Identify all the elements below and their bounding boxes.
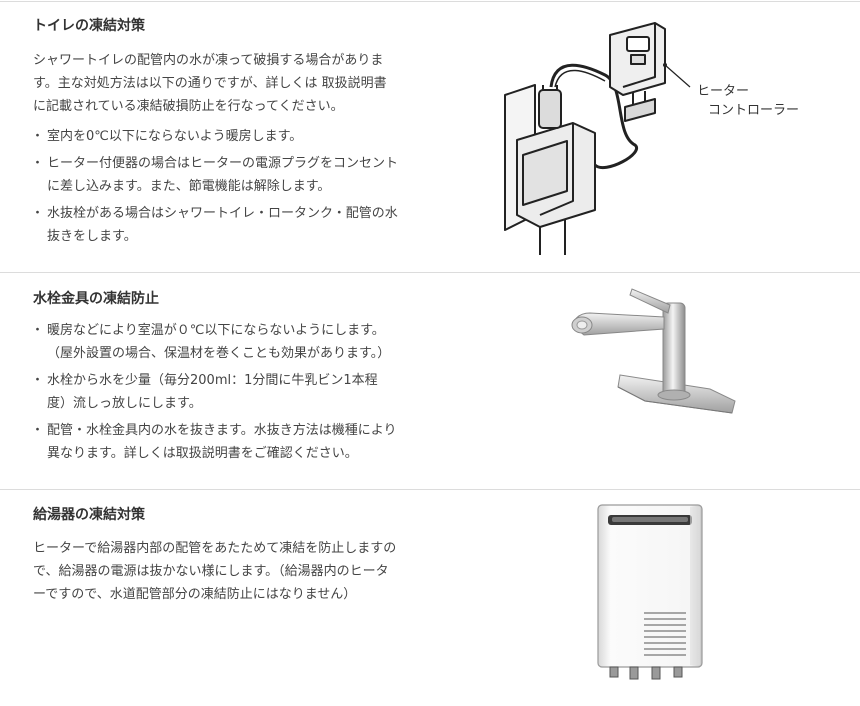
faucet-bullet-2: 水栓から水を少量（毎分200ml：1分間に牛乳ビン1本程 度）流しっ放しにします… — [31, 369, 453, 415]
section-title-faucet: 水栓金具の凍結防止 — [33, 291, 159, 307]
water-heater-intro-line-2: で、給湯器の電源は抜かない様にします。（給湯器内のヒータ — [33, 564, 389, 579]
water-heater-illustration — [597, 504, 703, 680]
toilet-bullet-2-line-2: に差し込みます。また、節電機能は解除します。 — [47, 179, 331, 194]
faucet-bullet-1: 暖房などにより室温が０℃以下にならないようにします。 （屋外設置の場合、保温材を… — [31, 319, 453, 365]
water-heater-intro-line-3: ーですので、水道配管部分の凍結防止にはなりません） — [33, 587, 357, 602]
toilet-bullet-1: 室内を0℃以下にならないよう暖房します。 — [31, 125, 453, 148]
faucet-bullet-1-line-1: 暖房などにより室温が０℃以下にならないようにします。 — [47, 323, 385, 338]
faucet-bullet-2-line-2: 度）流しっ放しにします。 — [47, 396, 202, 411]
divider-1 — [0, 272, 860, 273]
heater-controller-illustration — [504, 22, 691, 255]
heater-controller-label-line-1: ヒーター — [697, 84, 750, 99]
faucet-bullet-3: 配管・水栓金具内の水を抜きます。水抜き方法は機種により 異なります。詳しくは取扱… — [31, 419, 453, 465]
toilet-bullet-3: 水抜栓がある場合はシャワートイレ・ロータンク・配管の水 抜きをします。 — [31, 202, 453, 248]
section-title-toilet: トイレの凍結対策 — [33, 18, 145, 34]
toilet-intro: シャワートイレの配管内の水が凍って破損する場合がありま す。主な対処方法は以下の… — [33, 49, 443, 118]
divider-top — [0, 1, 860, 2]
toilet-intro-line-1: シャワートイレの配管内の水が凍って破損する場合がありま — [33, 53, 384, 68]
faucet-bullet-list: 暖房などにより室温が０℃以下にならないようにします。 （屋外設置の場合、保温材を… — [31, 319, 453, 465]
water-heater-intro-line-1: ヒーターで給湯器内部の配管をあたためて凍結を防止しますの — [33, 541, 397, 556]
toilet-bullet-3-line-2: 抜きをします。 — [47, 229, 137, 244]
section-title-water-heater: 給湯器の凍結対策 — [33, 507, 145, 523]
toilet-bullet-2: ヒーター付便器の場合はヒーターの電源プラグをコンセント に差し込みます。また、節… — [31, 152, 453, 198]
faucet-bullet-2-line-1: 水栓から水を少量（毎分200ml：1分間に牛乳ビン1本程 — [47, 373, 378, 388]
faucet-bullet-3-line-2: 異なります。詳しくは取扱説明書をご確認ください。 — [47, 446, 358, 461]
toilet-bullet-3-line-1: 水抜栓がある場合はシャワートイレ・ロータンク・配管の水 — [47, 206, 398, 221]
toilet-bullet-list: 室内を0℃以下にならないよう暖房します。 ヒーター付便器の場合はヒーターの電源プ… — [31, 125, 453, 248]
heater-controller-label-line-2: コントローラー — [708, 103, 800, 118]
kitchen-faucet-illustration — [571, 288, 736, 414]
faucet-bullet-3-line-1: 配管・水栓金具内の水を抜きます。水抜き方法は機種により — [47, 423, 397, 438]
divider-2 — [0, 489, 860, 490]
toilet-bullet-1-line-1: 室内を0℃以下にならないよう暖房します。 — [47, 129, 303, 144]
toilet-bullet-2-line-1: ヒーター付便器の場合はヒーターの電源プラグをコンセント — [47, 156, 399, 171]
faucet-bullet-1-line-2: （屋外設置の場合、保温材を巻くことも効果があります。） — [47, 346, 391, 361]
water-heater-intro: ヒーターで給湯器内部の配管をあたためて凍結を防止しますの で、給湯器の電源は抜か… — [33, 537, 443, 606]
toilet-intro-line-3: に記載されている凍結破損防止を行なってください。 — [33, 99, 344, 114]
toilet-intro-line-2: す。主な対処方法は以下の通りですが、詳しくは 取扱説明書 — [33, 76, 387, 91]
